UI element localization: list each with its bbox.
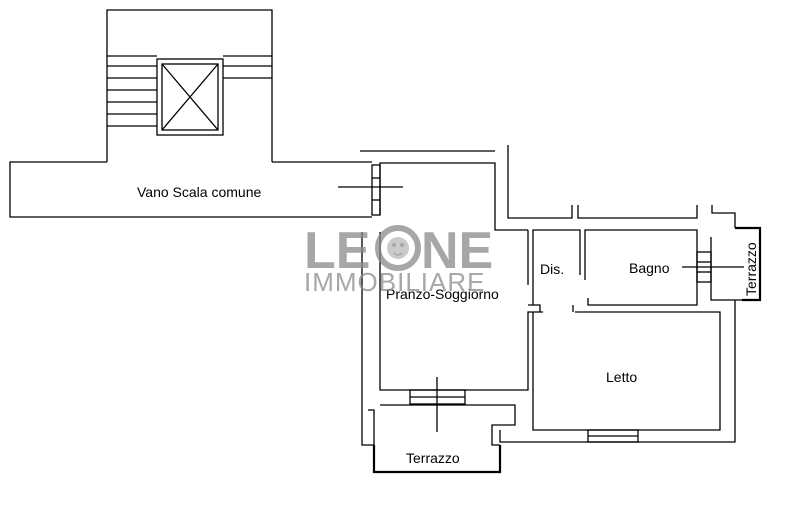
label-terrazzo-bottom: Terrazzo [406,450,460,466]
entrance-door [371,164,381,216]
label-vano-scala: Vano Scala comune [137,184,261,200]
elevator-shaft [161,63,219,131]
watermark-brand-left: LE [304,222,370,280]
terrace-right [735,226,762,302]
label-terrazzo-right: Terrazzo [743,242,759,296]
stairwell-block [106,9,273,162]
stair-treads-right [223,55,272,79]
watermark-logo: LE NE IMMOBILIARE [304,222,493,297]
lion-head-icon [375,225,421,271]
terrace-bottom [361,390,516,474]
watermark-tagline: IMMOBILIARE [304,267,485,297]
label-bagno: Bagno [629,260,670,276]
common-corridor [9,161,403,218]
bathroom-walls [532,229,744,306]
watermark-brand-right: NE [421,222,493,280]
stair-treads-left [107,55,157,127]
bedroom-walls [499,300,736,443]
label-dis: Dis. [540,261,564,277]
apartment-walls [360,145,736,391]
label-letto: Letto [606,369,637,385]
label-pranzo-soggiorno: Pranzo-Soggiorno [386,286,499,302]
